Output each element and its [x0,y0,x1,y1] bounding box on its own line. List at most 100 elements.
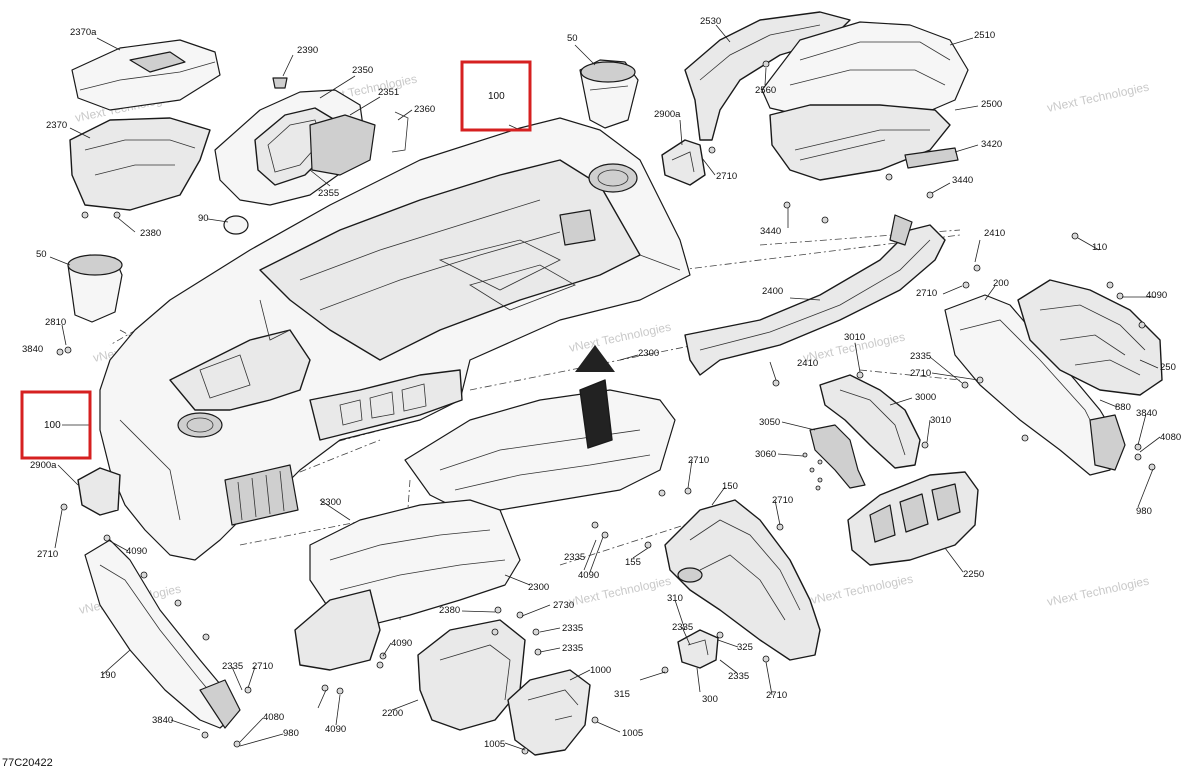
part-label[interactable]: 110 [1092,242,1107,253]
leader-lines [49,24,1161,751]
part-label[interactable]: 2390 [297,45,318,56]
roof-storage-2510 [684,11,969,181]
part-label[interactable]: 4090 [578,570,599,581]
part-label[interactable]: 50 [567,33,578,44]
part-label[interactable]: 3050 [759,417,780,428]
watermark: vNext Technologies [1046,80,1150,115]
bracket-2200 [417,619,526,731]
part-label[interactable]: 980 [283,728,299,739]
bracket-300 [677,629,719,669]
part-label[interactable]: 2335 [562,643,583,654]
part-label[interactable]: 200 [993,278,1009,289]
part-label[interactable]: 2335 [728,671,749,682]
part-label[interactable]: 2710 [916,288,937,299]
part-label[interactable]: 2410 [984,228,1005,239]
part-label[interactable]: 4090 [391,638,412,649]
part-label[interactable]: 2335 [562,623,583,634]
part-label[interactable]: 1000 [590,665,611,676]
part-label[interactable]: 3840 [152,715,173,726]
part-label[interactable]: 2380 [439,605,460,616]
vent-grille [224,464,299,526]
fasteners [56,60,1156,755]
highlight-box-100-left[interactable] [20,390,92,460]
part-label[interactable]: 150 [722,481,738,492]
watermark: vNext Technologies [810,572,914,607]
console-150 [664,499,821,661]
part-label[interactable]: 3010 [844,332,865,343]
part-label[interactable]: 2710 [910,368,931,379]
part-label[interactable]: 4090 [325,724,346,735]
part-label[interactable]: 2710 [37,549,58,560]
part-label[interactable]: 3840 [1136,408,1157,419]
part-label[interactable]: 3440 [760,226,781,237]
part-label[interactable]: 880 [1115,402,1131,413]
part-label[interactable]: 2355 [318,188,339,199]
highlight-box-100-top[interactable] [460,60,532,132]
part-label[interactable]: 2810 [45,317,66,328]
part-label[interactable]: 250 [1160,362,1176,373]
part-label[interactable]: 2900a [30,460,57,471]
part-label[interactable]: 2710 [772,495,793,506]
part-label[interactable]: 300 [702,694,718,705]
part-label[interactable]: 980 [1136,506,1152,517]
part-label[interactable]: 2300 [638,348,659,359]
part-label[interactable]: 2370a [70,27,97,38]
part-label[interactable]: 2530 [700,16,721,27]
part-label[interactable]: 2335 [564,552,585,563]
part-label[interactable]: 2710 [716,171,737,182]
part-label[interactable]: 4090 [1146,290,1167,301]
part-label[interactable]: 2360 [414,104,435,115]
part-label[interactable]: 190 [100,670,116,681]
part-label[interactable]: 1005 [484,739,505,750]
part-label[interactable]: 2410 [797,358,818,369]
highlight-boxes: 100 100 [20,60,532,460]
part-label[interactable]: 2710 [688,455,709,466]
part-label[interactable]: 315 [614,689,630,700]
part-labels: 2370a 2370 2380 2390 2350 2351 2360 2355… [22,16,1181,750]
part-label[interactable]: 2710 [766,690,787,701]
part-label[interactable]: 2370 [46,120,67,131]
part-label[interactable]: 2300 [320,497,341,508]
part-label[interactable]: 2900a [654,109,681,120]
cup-holder-50-top [579,59,639,129]
part-label[interactable]: 3010 [930,415,951,426]
part-label[interactable]: 1005 [622,728,643,739]
part-label[interactable]: 2560 [755,85,776,96]
part-label[interactable]: 2335 [672,622,693,633]
part-label[interactable]: 2200 [382,708,403,719]
up-arrow-icon [575,345,615,372]
part-label[interactable]: 2510 [974,30,995,41]
part-label[interactable]: 3420 [981,139,1002,150]
glovebox-2300-lower [294,499,521,671]
part-label[interactable]: 310 [667,593,683,604]
part-label[interactable]: 2335 [222,661,243,672]
part-label[interactable]: 2380 [140,228,161,239]
part-label[interactable]: 3840 [22,344,43,355]
part-label[interactable]: 3060 [755,449,776,460]
bracket-2900a-top [661,139,706,186]
part-label[interactable]: 325 [737,642,753,653]
watermark: vNext Technologies [1046,574,1150,609]
storage-bin-2370 [69,39,221,211]
part-label[interactable]: 50 [36,249,47,260]
part-label[interactable]: 4090 [126,546,147,557]
part-label[interactable]: 2250 [963,569,984,580]
part-label[interactable]: 3440 [952,175,973,186]
part-label[interactable]: 2350 [352,65,373,76]
part-label[interactable]: 2335 [910,351,931,362]
part-label[interactable]: 3000 [915,392,936,403]
part-label[interactable]: 2400 [762,286,783,297]
cup-holder-50-left [67,254,123,323]
part-label[interactable]: 2500 [981,99,1002,110]
part-label[interactable]: 90 [198,213,209,224]
part-label[interactable]: 2730 [553,600,574,611]
dashboard-main-body [99,117,691,561]
part-label[interactable]: 4080 [263,712,284,723]
part-label[interactable]: 2351 [378,87,399,98]
part-label[interactable]: 2300 [528,582,549,593]
part-label[interactable]: 2710 [252,661,273,672]
part-label[interactable]: 155 [625,557,641,568]
cup-holder-left [177,412,223,438]
diagram-reference-code: 77C20422 [2,757,53,769]
part-label[interactable]: 4080 [1160,432,1181,443]
